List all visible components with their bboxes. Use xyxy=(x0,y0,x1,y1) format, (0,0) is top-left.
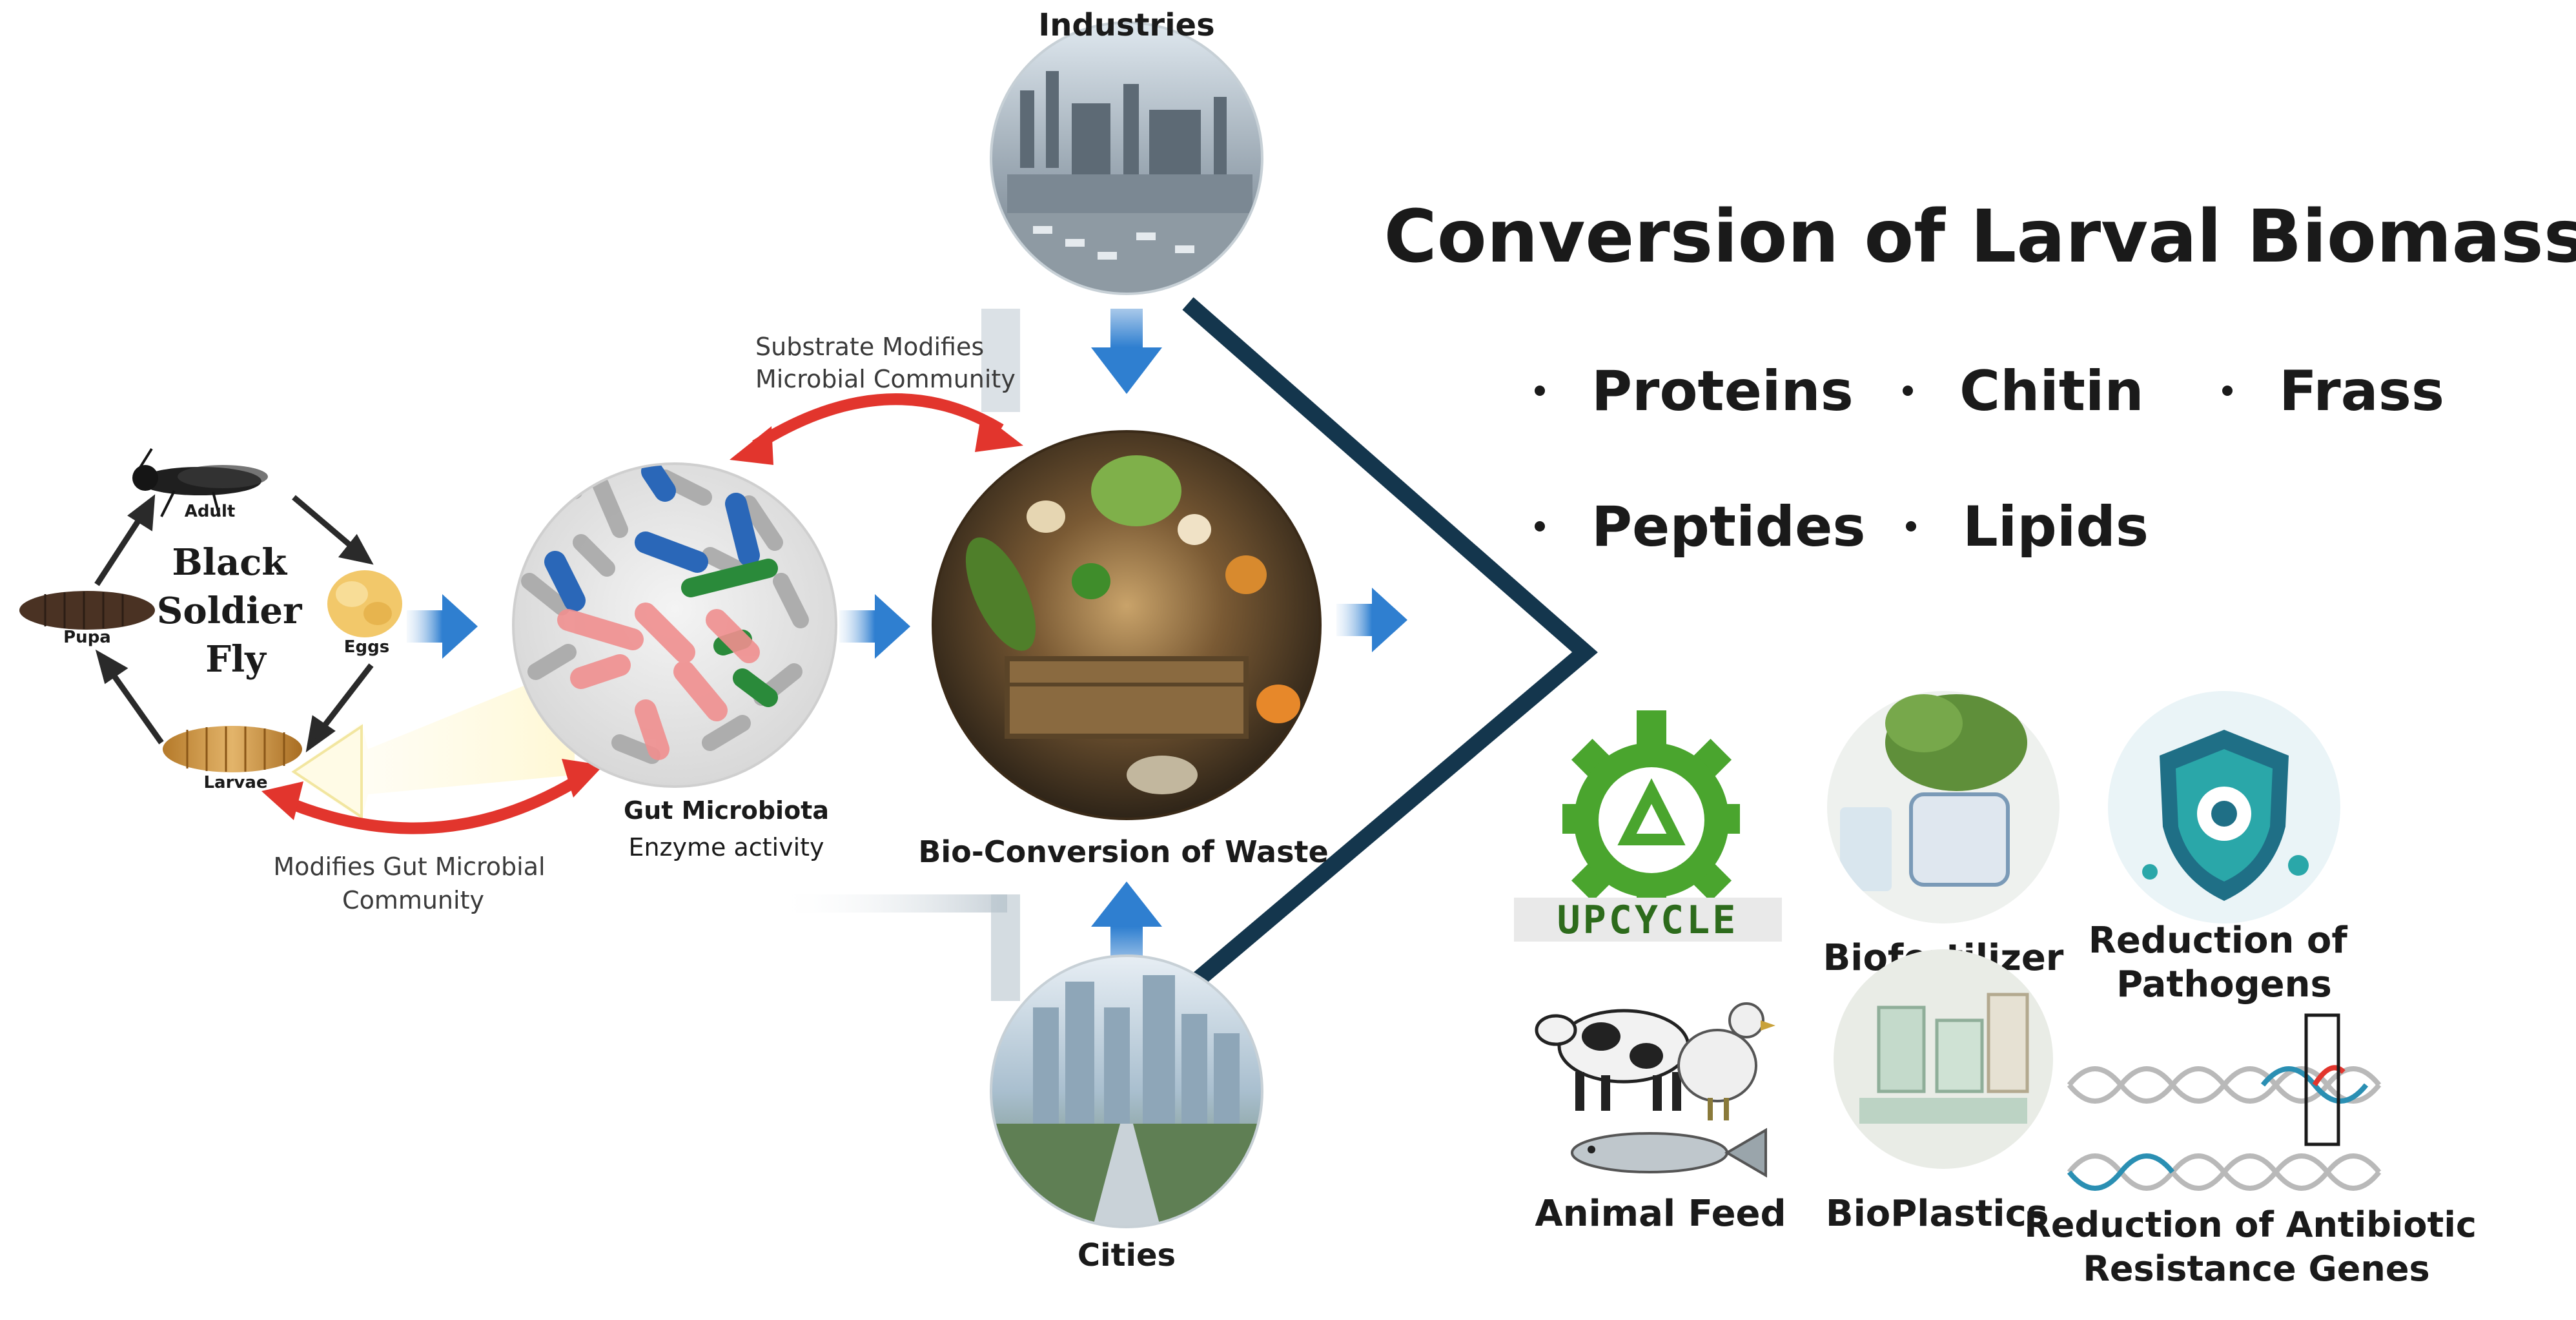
bullet-chitin xyxy=(1903,386,1913,396)
pupa-image xyxy=(19,591,155,630)
arrow-industries-to-waste xyxy=(1091,309,1162,394)
pathogen-shield-image xyxy=(2108,691,2340,923)
arrow-lifecycle-to-gut xyxy=(407,594,478,659)
lifecycle-title-line-3: Fly xyxy=(205,638,267,681)
waste-image xyxy=(932,430,1322,820)
arg-line-1: Reduction of Antibiotic xyxy=(2024,1204,2477,1245)
lifecycle-title: Black Soldier Fly xyxy=(157,541,314,681)
gray-band-bottom-vert xyxy=(991,894,1020,1001)
substrate-modifies-line-1: Substrate Modifies xyxy=(755,333,984,361)
v-connector-line xyxy=(1182,297,1598,995)
biofertilizer-image xyxy=(1827,691,2060,923)
cities-label: Cities xyxy=(1078,1237,1176,1274)
chicken-icon xyxy=(1677,1002,1775,1120)
bullet-frass xyxy=(2222,386,2233,396)
pathogens-line-1: Reduction of xyxy=(2089,920,2348,962)
bullet-lipids xyxy=(1906,521,1916,531)
product-chitin: Chitin xyxy=(1959,359,2144,424)
red-arrow-substrate-modifies xyxy=(730,393,1023,465)
modifies-gut-line-2: Community xyxy=(342,886,484,914)
product-proteins: Proteins xyxy=(1591,359,1854,424)
cycle-arrow-adult-eggs xyxy=(292,495,360,555)
arg-label: Reduction of Antibiotic Resistance Genes xyxy=(2024,1204,2488,1289)
dna-strand-top xyxy=(2067,1065,2382,1104)
bioplastics-label: BioPlastics xyxy=(1826,1193,2048,1235)
dna-strand-bottom xyxy=(2067,1153,2382,1191)
modifies-gut-label: Modifies Gut Microbial Community xyxy=(273,852,553,914)
arrow-gut-to-waste xyxy=(839,594,910,659)
animal-feed-label: Animal Feed xyxy=(1535,1193,1786,1235)
adult-fly-image xyxy=(132,448,268,517)
bullet-proteins xyxy=(1535,386,1545,396)
yellow-arrow-head xyxy=(291,724,363,820)
stage-label-larvae: Larvae xyxy=(203,773,267,792)
modifies-gut-line-1: Modifies Gut Microbial xyxy=(273,852,545,881)
upcycle-banner xyxy=(1514,898,1782,942)
arrow-cities-to-waste xyxy=(1091,882,1162,965)
arg-line-2: Resistance Genes xyxy=(2083,1248,2429,1289)
upcycle-gear-icon xyxy=(1562,710,1740,930)
cities-image xyxy=(990,954,1263,1228)
gut-microbiota-image xyxy=(512,462,837,788)
dna-helix-image xyxy=(2067,1013,2382,1191)
gut-microbiota-title: Gut Microbiota xyxy=(624,796,829,825)
bullet-peptides xyxy=(1535,521,1545,531)
lifecycle-title-line-2: Soldier xyxy=(157,590,303,632)
stage-label-eggs: Eggs xyxy=(344,637,389,657)
dna-highlight-box xyxy=(2304,1013,2340,1146)
lifecycle-cycle: Adult Eggs Pupa Larvae xyxy=(19,448,402,792)
gray-band-bottom xyxy=(775,894,1007,913)
larvae-image xyxy=(163,726,302,772)
pathogens-line-2: Pathogens xyxy=(2116,964,2332,1005)
product-frass: Frass xyxy=(2279,359,2444,424)
biomass-products-list: Proteins Chitin Frass Peptides Lipids xyxy=(1535,359,2444,559)
cycle-arrow-larvae-pupa xyxy=(104,663,164,745)
red-arrow-modifies-gut xyxy=(261,759,604,834)
eggs-image xyxy=(327,570,402,637)
industries-label: Industries xyxy=(1038,7,1214,43)
lifecycle-title-line-1: Black xyxy=(172,541,287,584)
main-title: Conversion of Larval Biomass xyxy=(1384,195,2576,279)
stage-label-adult: Adult xyxy=(185,502,236,521)
industries-image xyxy=(990,21,1263,295)
pathogens-label: Reduction of Pathogens xyxy=(2089,920,2360,1005)
arrow-waste-to-products xyxy=(1336,588,1407,652)
gray-band-top xyxy=(981,309,1020,412)
product-lipids: Lipids xyxy=(1963,495,2149,559)
bioplastics-image xyxy=(1834,949,2053,1169)
gut-microbiota-subtitle: Enzyme activity xyxy=(628,833,824,861)
cow-icon xyxy=(1535,1009,1690,1111)
product-peptides: Peptides xyxy=(1591,495,1866,559)
cycle-arrow-pupa-adult xyxy=(94,508,148,586)
waste-title: Bio-Conversion of Waste xyxy=(918,834,1328,869)
animal-feed-image xyxy=(1535,1002,1775,1178)
substrate-modifies-line-2: Microbial Community xyxy=(755,365,1016,393)
stage-label-pupa: Pupa xyxy=(63,628,111,647)
fish-icon xyxy=(1571,1128,1767,1178)
upcycle-label: UPCYCLE xyxy=(1557,898,1739,943)
substrate-modifies-label: Substrate Modifies Microbial Community xyxy=(755,333,1016,393)
